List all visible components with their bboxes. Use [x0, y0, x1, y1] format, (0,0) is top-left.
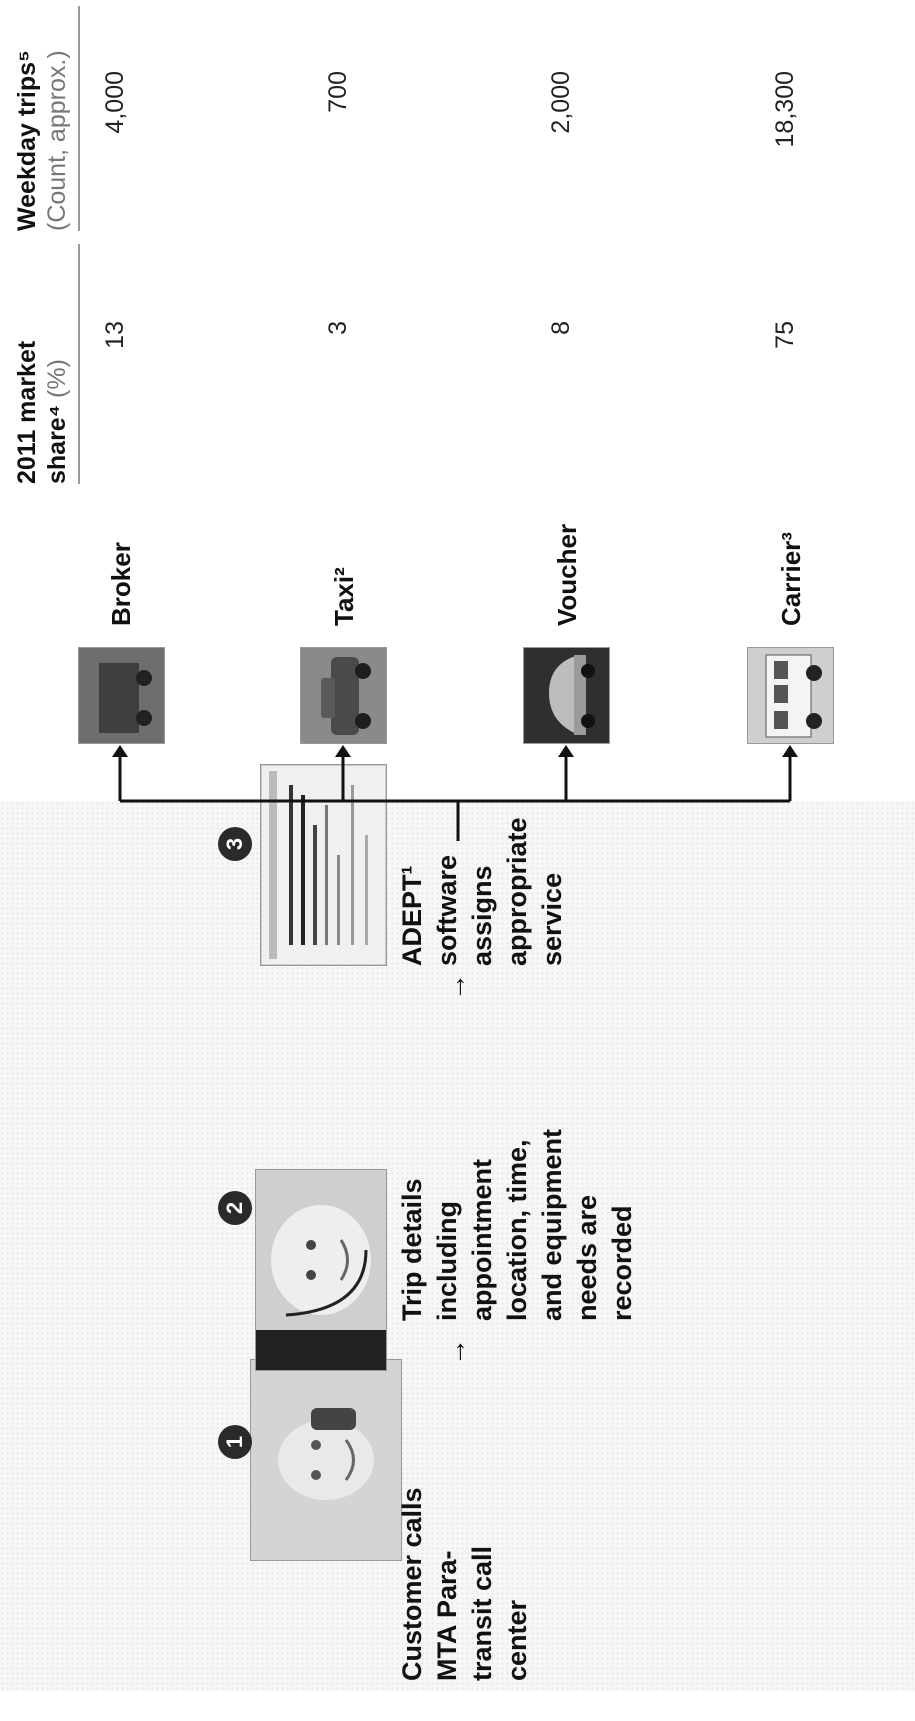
broker-photo — [78, 647, 165, 744]
software-screen-icon — [260, 764, 387, 966]
market-share-taxi: 3 — [324, 321, 352, 335]
arrowhead-broker-icon — [112, 745, 128, 757]
broker-vehicle-icon — [79, 648, 164, 743]
customer-on-phone-icon — [251, 1360, 401, 1560]
market-share-header: 2011 market share⁴ (%) — [12, 244, 72, 484]
voucher-photo — [523, 647, 610, 744]
service-label-carrier: Carrier³ — [776, 532, 806, 626]
weekday-trips-header-rule — [78, 6, 80, 231]
service-label-taxi: Taxi² — [329, 567, 359, 626]
step2-photo — [255, 1169, 387, 1371]
weekday-trips-carrier: 18,300 — [771, 71, 799, 148]
weekday-trips-broker: 4,000 — [101, 71, 129, 134]
paratransit-van-icon — [748, 648, 833, 743]
weekday-trips-title: Weekday trips⁵ — [13, 50, 41, 231]
service-label-broker: Broker — [106, 542, 136, 626]
taxi-photo — [300, 647, 387, 744]
weekday-trips-unit: (Count, approx.) — [43, 50, 71, 231]
weekday-trips-taxi: 700 — [324, 71, 352, 113]
market-share-broker: 13 — [101, 321, 129, 349]
market-share-title-line1: 2011 market — [13, 340, 41, 484]
arrowhead-carrier-icon — [782, 745, 798, 757]
market-share-unit: (%) — [43, 359, 71, 398]
arrowhead-taxi-icon — [335, 745, 351, 757]
call-center-agent-icon — [256, 1170, 386, 1370]
taxi-icon — [301, 648, 386, 743]
market-share-title-line2: share⁴ — [43, 404, 71, 484]
weekday-trips-header: Weekday trips⁵ (Count, approx.) — [12, 6, 72, 231]
service-label-voucher: Voucher — [552, 523, 582, 626]
car-icon — [524, 648, 609, 743]
market-share-header-rule — [78, 244, 80, 484]
weekday-trips-voucher: 2,000 — [547, 71, 575, 134]
step1-photo — [250, 1359, 402, 1561]
market-share-voucher: 8 — [547, 321, 575, 335]
step3-photo — [260, 764, 387, 966]
carrier-photo — [747, 647, 834, 744]
arrowhead-voucher-icon — [558, 745, 574, 757]
market-share-carrier: 75 — [771, 321, 799, 349]
